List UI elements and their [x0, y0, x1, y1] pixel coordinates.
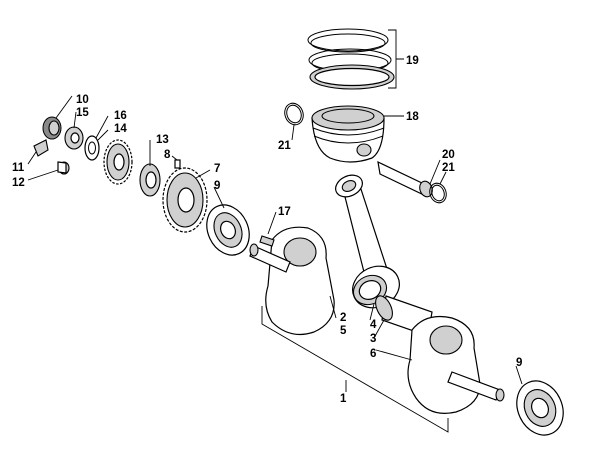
piston-pin-boss: [356, 143, 372, 157]
leader-17: [267, 211, 277, 235]
callout-8: 8: [164, 149, 171, 161]
callout-10: 10: [76, 94, 89, 106]
lock-tab: [33, 139, 49, 157]
drive-gear-large-hub: [177, 187, 195, 213]
callout-21-left: 21: [278, 140, 291, 152]
crank-half-right-boss: [429, 325, 463, 355]
end-cap-face: [48, 120, 60, 136]
thrust-washer: [84, 135, 100, 161]
leader-3: [373, 319, 385, 339]
callout-1: 1: [340, 393, 347, 405]
callout-15: 15: [76, 107, 89, 119]
callout-6: 6: [370, 348, 376, 360]
piston-ring-groove-2: [313, 135, 384, 144]
leader-14: [97, 129, 109, 141]
callout-18: 18: [406, 111, 419, 123]
callout-20: 20: [442, 149, 455, 161]
crank-half-left: [249, 226, 335, 335]
leader-9-left: [213, 186, 225, 209]
gear-key: [174, 159, 181, 169]
callout-12: 12: [12, 177, 25, 189]
callout-labels: 19 18 21 20 21 10 15 16 14 13 8 7 9 11 1…: [12, 55, 522, 405]
callout-9-left: 9: [214, 180, 220, 192]
thrust-washer-inner: [88, 141, 96, 155]
callout-3: 3: [370, 333, 376, 345]
crank-half-left-shaft-end: [249, 243, 259, 257]
piston-ring-top: [307, 28, 389, 52]
circlip-right: [429, 182, 447, 204]
woodruff-key: [259, 235, 275, 247]
piston-pin: [377, 160, 433, 198]
callout-16: 16: [114, 110, 127, 122]
gear-nut: [64, 126, 84, 150]
callout-4: 4: [370, 319, 377, 331]
piston-pin-end: [419, 180, 433, 198]
leader-10: [55, 95, 73, 119]
drive-gear-small-hub: [113, 153, 125, 171]
piston-ring-groove-1: [312, 127, 385, 136]
callout-19: 19: [406, 55, 419, 67]
retaining-bolt-shank: [57, 161, 67, 174]
main-bearing-right-bore: [531, 397, 549, 419]
crank-half-right: [407, 315, 505, 414]
leader-9-right: [515, 365, 523, 385]
circlip-left-inner: [286, 104, 302, 124]
callout-2: 2: [340, 312, 346, 324]
leader-7: [195, 169, 211, 179]
crank-half-right-shaft-end: [495, 388, 505, 402]
callout-21-right: 21: [442, 162, 455, 174]
main-bearing-left: [206, 204, 250, 256]
callout-14: 14: [114, 123, 127, 135]
drive-gear-small: [103, 139, 133, 185]
piston-crown-ring: [321, 108, 375, 124]
callout-7: 7: [214, 163, 220, 175]
callout-9-right: 9: [516, 357, 522, 369]
crank-half-left-boss: [283, 237, 317, 267]
leader-11: [27, 151, 37, 165]
main-bearing-left-bore: [220, 220, 236, 240]
leader-12: [27, 169, 59, 181]
thrust-washer-outer: [84, 135, 100, 161]
spacer-sleeve: [139, 163, 161, 197]
gear-nut-bore: [70, 132, 80, 144]
end-cap: [42, 116, 62, 140]
leader-15: [73, 111, 77, 129]
callout-13: 13: [156, 134, 169, 146]
leader-1-bracket: [261, 306, 449, 433]
leader-4: [369, 303, 375, 321]
leader-6: [375, 349, 413, 361]
callout-17: 17: [278, 206, 291, 218]
piston-crown: [311, 105, 385, 131]
leader-21-left: [291, 124, 295, 141]
leader-20: [429, 159, 441, 185]
connecting-rod-small-bore: [341, 180, 357, 192]
drive-gear-large: [162, 167, 208, 233]
leader-21-right: [439, 171, 447, 185]
piston-ring-set: [307, 28, 395, 90]
circlip-right-inner: [431, 184, 445, 202]
leader-16: [95, 115, 109, 139]
leader-lines: [27, 29, 523, 433]
callout-5: 5: [340, 325, 347, 337]
crank-half-right-shaft: [447, 371, 501, 401]
circlip-left: [284, 102, 304, 126]
spacer-sleeve-bore: [145, 171, 157, 189]
crank-pin-end: [375, 295, 393, 321]
main-bearing-right: [516, 380, 564, 436]
piston: [311, 105, 385, 163]
leader-2: [329, 295, 337, 319]
retaining-bolt: [57, 161, 70, 175]
piston-ring-oil-inner: [314, 67, 390, 87]
needle-bearing-inner: [358, 280, 382, 300]
leader-19: [388, 29, 404, 89]
piston-ring-top-inner: [310, 33, 386, 53]
crank-half-left-web: [265, 226, 335, 335]
callout-11: 11: [12, 162, 25, 174]
leader-8: [171, 155, 178, 161]
